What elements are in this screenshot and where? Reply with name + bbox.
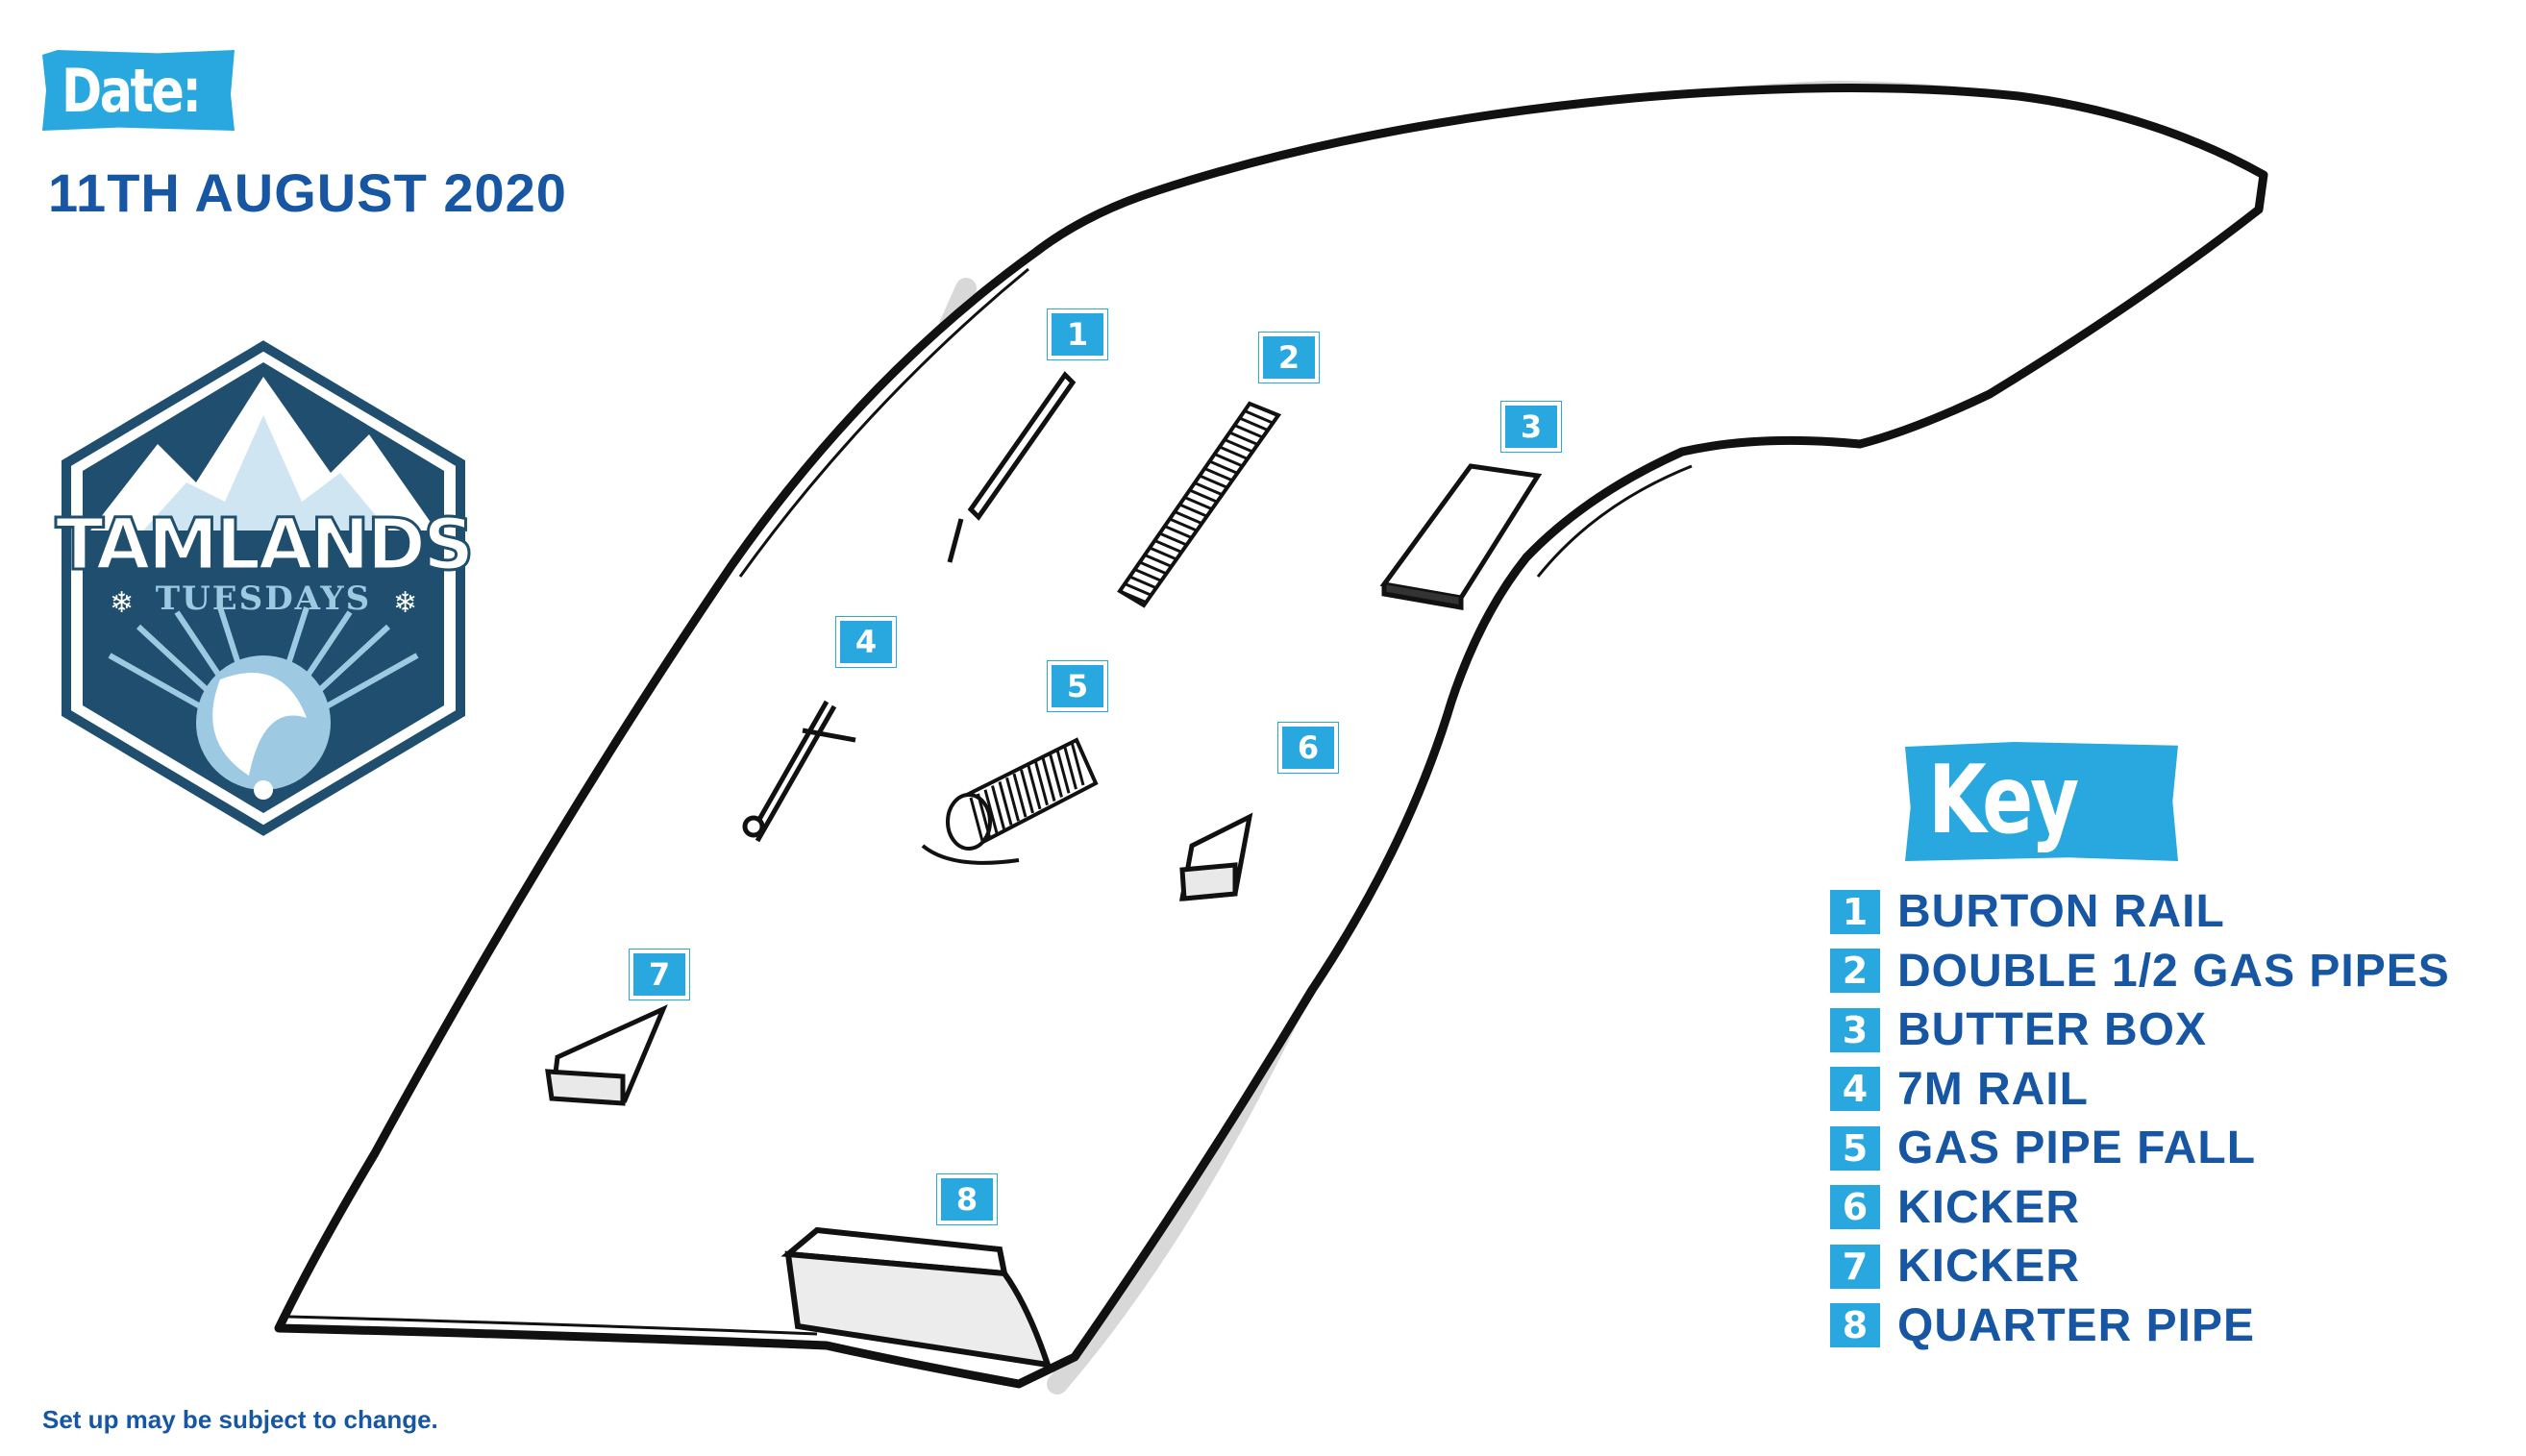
feature-gas-pipe-fall: [921, 737, 1099, 865]
key-item: 1 BURTON RAIL: [1830, 882, 2450, 942]
feature-kicker-7: [545, 1004, 668, 1106]
key-item: 6 KICKER: [1830, 1178, 2450, 1238]
logo-subtitle: TUESDAYS: [156, 580, 371, 618]
key-item: 8 QUARTER PIPE: [1830, 1296, 2450, 1356]
map-marker-8: 8: [936, 1173, 998, 1225]
key-number: 1: [1830, 889, 1880, 934]
key-item: 5 GAS PIPE FALL: [1830, 1119, 2450, 1178]
feature-double-gas-pipes: [1117, 401, 1282, 608]
key-label: GAS PIPE FALL: [1897, 1123, 2257, 1174]
feature-burton-rail: [947, 371, 1077, 563]
snowflake-icon: ❄: [110, 587, 134, 619]
key-label: QUARTER PIPE: [1897, 1299, 2256, 1351]
logo-title: TAMLANDS: [56, 504, 472, 586]
key-title-badge: Key: [1905, 742, 2178, 861]
key-number: 6: [1830, 1185, 1880, 1230]
map-marker-5: 5: [1047, 660, 1108, 712]
key-number: 2: [1830, 949, 1880, 994]
sketch-lines: [287, 267, 1693, 1336]
snowflake-icon: ❄: [393, 587, 417, 619]
feature-butter-box: [1379, 463, 1543, 610]
key-item: 3 BUTTER BOX: [1830, 1000, 2450, 1060]
key-title: Key: [1928, 746, 2079, 855]
map-marker-1: 1: [1047, 308, 1108, 360]
footnote: Set up may be subject to change.: [42, 1405, 438, 1434]
key-item: 7 KICKER: [1830, 1237, 2450, 1296]
tamlands-tuesdays-logo: TAMLANDS TUESDAYS ❄ ❄: [54, 340, 475, 836]
key-number: 5: [1830, 1125, 1880, 1171]
park-outline: [274, 83, 2268, 1389]
date-label-badge: Date:: [42, 50, 235, 131]
key-label: BURTON RAIL: [1897, 886, 2225, 938]
map-marker-3: 3: [1500, 401, 1562, 453]
key-number: 4: [1830, 1067, 1880, 1112]
event-date: 11TH AUGUST 2020: [48, 162, 567, 223]
map-marker-6: 6: [1277, 722, 1339, 774]
key-label: BUTTER BOX: [1897, 1004, 2207, 1056]
key-item: 2 DOUBLE 1/2 GAS PIPES: [1830, 942, 2450, 1001]
key-list: 1 BURTON RAIL 2 DOUBLE 1/2 GAS PIPES 3 BUTT…: [1830, 882, 2450, 1355]
key-number: 7: [1830, 1244, 1880, 1289]
key-item: 4 7M RAIL: [1830, 1060, 2450, 1120]
key-number: 8: [1830, 1303, 1880, 1348]
key-label: DOUBLE 1/2 GAS PIPES: [1897, 945, 2450, 997]
key-label: KICKER: [1897, 1181, 2081, 1233]
key-label: KICKER: [1897, 1241, 2081, 1293]
map-marker-7: 7: [629, 949, 690, 1000]
feature-7m-rail: [742, 700, 856, 843]
feature-quarter-pipe: [780, 1226, 1052, 1369]
key-label: 7M RAIL: [1897, 1063, 2089, 1115]
feature-kicker-6: [1178, 812, 1253, 901]
map-marker-2: 2: [1258, 332, 1320, 383]
date-label: Date:: [62, 56, 202, 126]
key-number: 3: [1830, 1007, 1880, 1052]
map-marker-4: 4: [835, 616, 897, 668]
